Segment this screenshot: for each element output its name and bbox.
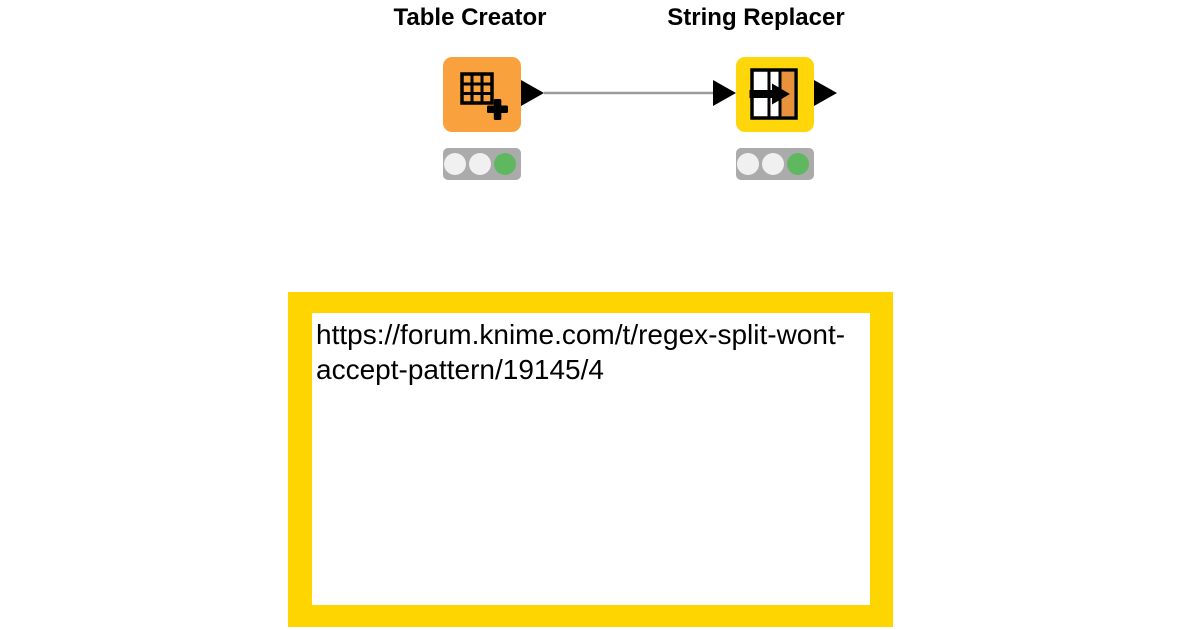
annotation-url-line-1: https://forum.knime.com/t/regex-split-wo… bbox=[316, 319, 846, 350]
output-port-table-creator[interactable] bbox=[521, 80, 544, 106]
node-label-string-replacer[interactable]: String Replacer bbox=[667, 4, 845, 31]
traffic-light-string-replacer bbox=[736, 148, 814, 180]
traffic-dot-green-on bbox=[494, 153, 516, 175]
annotation-url-line-2: accept-pattern/19145/4 bbox=[316, 354, 604, 385]
workflow-annotation[interactable]: https://forum.knime.com/t/regex-split-wo… bbox=[288, 292, 893, 627]
output-port-string-replacer[interactable] bbox=[814, 80, 837, 106]
traffic-dot-yellow-off bbox=[762, 153, 784, 175]
table-create-plus-icon bbox=[460, 72, 508, 120]
column-replace-arrow-icon bbox=[749, 68, 798, 120]
traffic-dot-red-off bbox=[737, 153, 759, 175]
traffic-dot-yellow-off bbox=[469, 153, 491, 175]
node-label-table-creator[interactable]: Table Creator bbox=[393, 4, 547, 31]
input-port-string-replacer[interactable] bbox=[713, 80, 736, 106]
traffic-dot-red-off bbox=[444, 153, 466, 175]
traffic-dot-green-on bbox=[787, 153, 809, 175]
traffic-light-table-creator bbox=[443, 148, 521, 180]
node-string-replacer[interactable] bbox=[736, 57, 814, 132]
node-table-creator[interactable] bbox=[443, 57, 521, 132]
annotation-content: https://forum.knime.com/t/regex-split-wo… bbox=[312, 313, 870, 605]
